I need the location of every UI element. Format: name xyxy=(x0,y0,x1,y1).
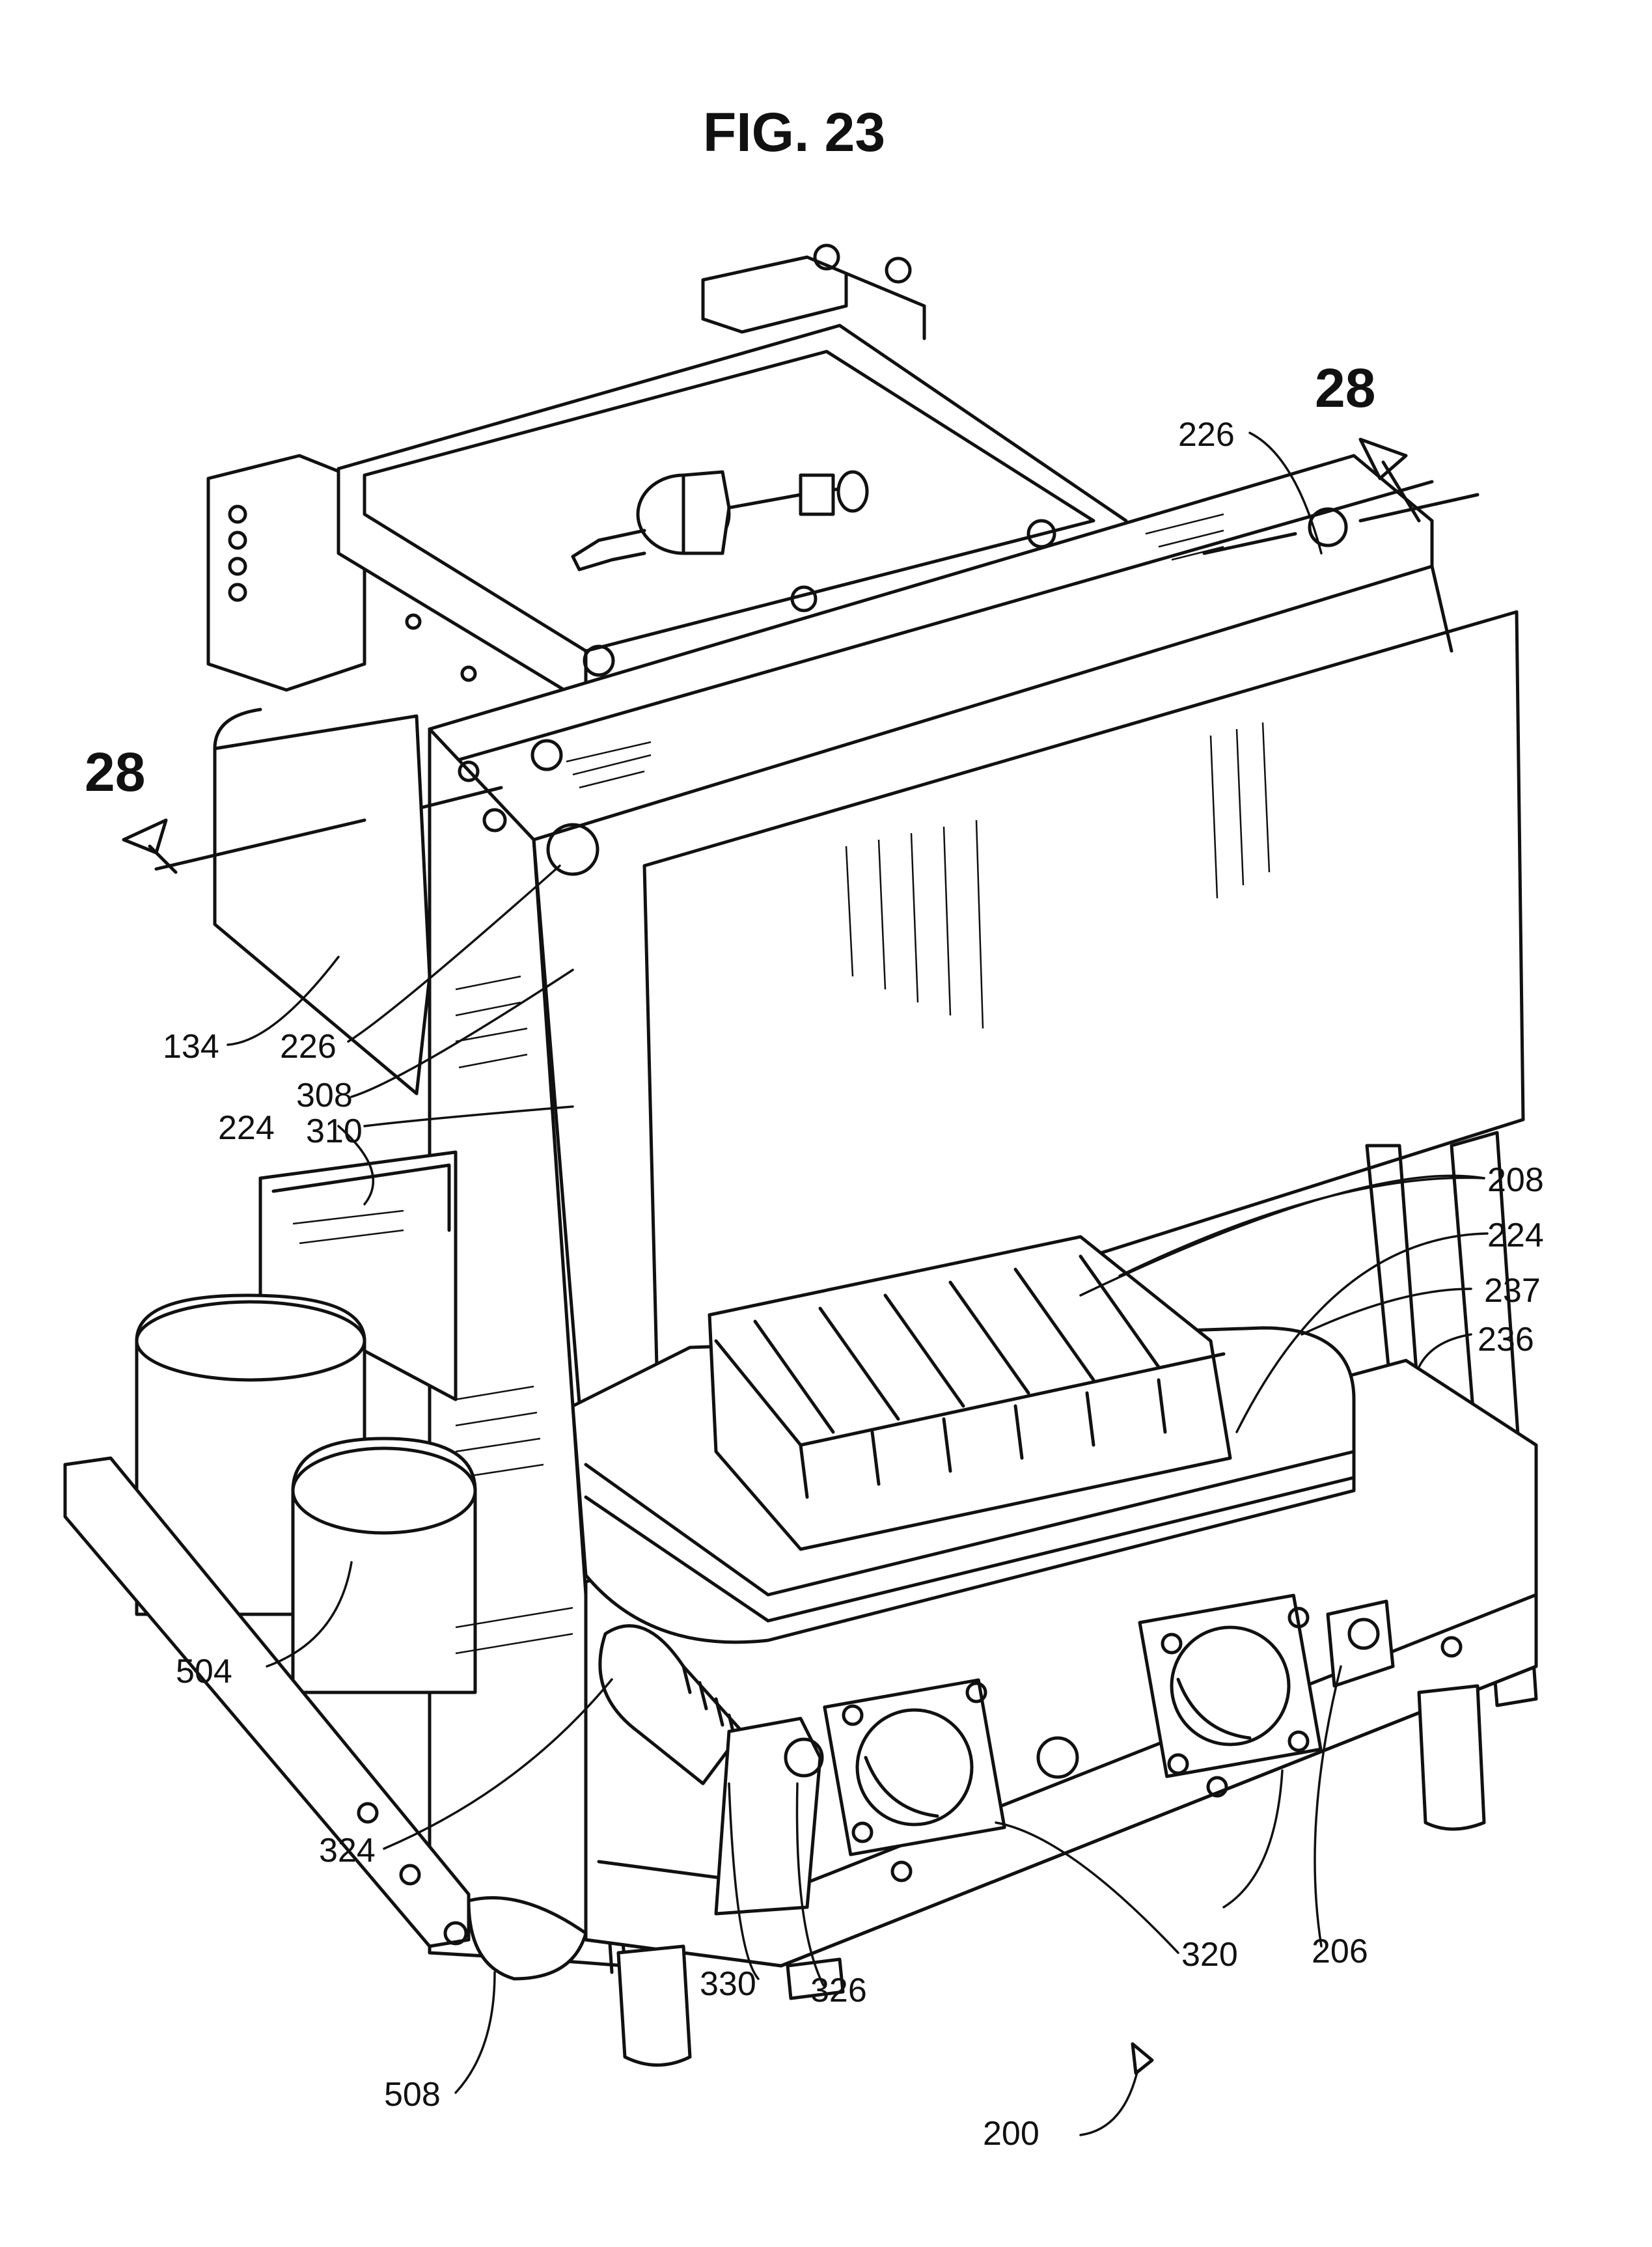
ref-308: 308 xyxy=(296,1077,353,1114)
ref-226-left: 226 xyxy=(280,1028,337,1066)
arrow-head-left xyxy=(124,820,166,853)
ref-310: 310 xyxy=(306,1112,363,1150)
ref-320: 320 xyxy=(1181,1936,1238,1974)
ref-324: 324 xyxy=(319,1832,376,1869)
ref-200: 200 xyxy=(983,2115,1039,2153)
section-label-left: 28 xyxy=(85,741,145,803)
ref-508: 508 xyxy=(384,2076,441,2114)
ref-224-left: 224 xyxy=(218,1109,275,1147)
ref-224-right: 224 xyxy=(1487,1217,1544,1254)
ref-236: 236 xyxy=(1478,1321,1534,1358)
ref-206: 206 xyxy=(1312,1933,1368,1970)
ref-237: 237 xyxy=(1484,1272,1541,1310)
ref-208: 208 xyxy=(1487,1161,1544,1199)
cooling-fan-right xyxy=(1140,1595,1321,1796)
ref-134: 134 xyxy=(163,1028,219,1066)
section-label-right: 28 xyxy=(1315,357,1375,419)
ref-504: 504 xyxy=(176,1653,232,1690)
ref-330: 330 xyxy=(700,1965,756,2003)
figure-title: FIG. 23 xyxy=(703,102,885,163)
ref-326: 326 xyxy=(810,1972,867,2009)
ref-226-top: 226 xyxy=(1178,416,1235,454)
